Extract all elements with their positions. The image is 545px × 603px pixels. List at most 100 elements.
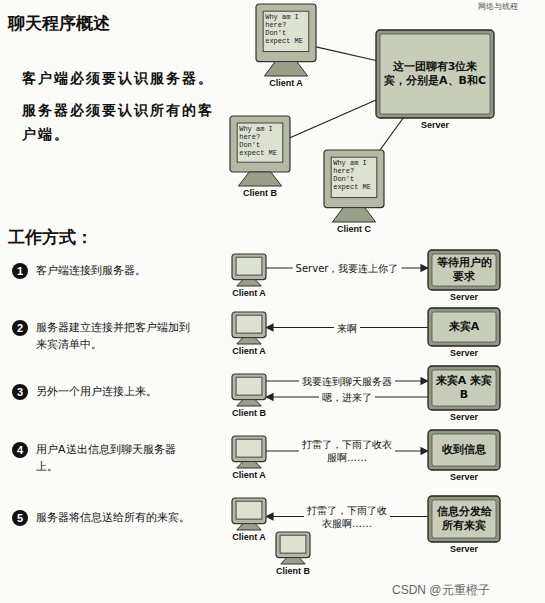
client-monitor: Client A [232, 498, 266, 530]
step-number: 1 [12, 263, 28, 279]
server-panel [432, 312, 496, 342]
panel-area: 来宾A 来宾B [434, 370, 494, 406]
monitor-body [256, 4, 316, 62]
server-text: 来宾A [449, 320, 480, 334]
step-text: 服务器将信息送给所有的来宾。 [36, 509, 211, 526]
client-name: Client B [232, 408, 266, 418]
screen-area: Why am I here? Don't expect ME [333, 159, 375, 191]
client-name: Client C [337, 224, 371, 234]
monitor-body [232, 498, 266, 524]
node-outline [232, 254, 266, 286]
monitor-screen [237, 123, 283, 162]
message-text: 我要连到聊天服务器 [299, 375, 395, 388]
server-frame [428, 366, 500, 410]
monitor-body [230, 116, 290, 172]
monitor-body [232, 254, 266, 280]
monitor-screen [331, 157, 377, 197]
client-name: Client B [243, 188, 277, 198]
monitor-screen [280, 535, 306, 553]
server-name: Server [450, 472, 478, 482]
step-number: 5 [12, 510, 28, 526]
server-box: 等待用户的要求Server [428, 250, 500, 290]
server-frame [428, 308, 500, 346]
monitor-body [232, 312, 266, 338]
monitor-screen [236, 315, 262, 333]
node-outline [276, 532, 310, 564]
step-number: 4 [12, 442, 28, 458]
client-name: Client A [269, 78, 303, 88]
connection-line [380, 118, 403, 150]
node-outline [232, 312, 266, 344]
client-monitor: Why am I here? Don't expect MEClient C [324, 150, 384, 222]
server-panel [380, 34, 490, 114]
client-name: Client A [232, 532, 266, 542]
server-name: Server [450, 292, 478, 302]
monitor-screen [263, 11, 309, 51]
watermark: CSDN @元重橙子 [392, 582, 490, 599]
panel-area: 这一团聊有3位来宾，分别是A、B和C [382, 34, 488, 114]
page-title: 聊天程序概述 [8, 12, 110, 35]
monitor-body [232, 436, 266, 462]
server-text: 收到信息 [442, 443, 486, 457]
lead-text: 服务器必须要认识所有的客户端。 [22, 98, 222, 146]
node-outline [232, 374, 266, 406]
server-name: Server [450, 544, 478, 554]
server-frame [428, 250, 500, 290]
panel-area: 信息分发给所有来宾 [434, 500, 494, 538]
monitor-stand [237, 280, 261, 286]
client-monitor: Client A [232, 312, 266, 344]
monitor-body [276, 532, 310, 558]
server-name: Server [450, 412, 478, 422]
step-number: 3 [12, 384, 28, 400]
screen-area: Why am I here? Don't expect ME [265, 13, 307, 45]
server-box: 来宾A 来宾BServer [428, 366, 500, 410]
client-monitor: Client A [232, 254, 266, 286]
server-name: Server [450, 348, 478, 358]
panel-area: 等待用户的要求 [434, 254, 494, 286]
client-name: Client A [232, 346, 266, 356]
connection-line [316, 47, 376, 61]
lead-text: 客户端必须要认识服务器。 [22, 66, 222, 90]
step-number: 2 [12, 320, 28, 336]
server-box: 收到信息Server [428, 430, 500, 470]
screen-text: Why am I here? Don't expect ME [333, 159, 375, 191]
monitor-body [324, 150, 384, 208]
server-panel [432, 254, 496, 286]
screen-text: Why am I here? Don't expect ME [239, 125, 281, 157]
message-text: 来啊 [334, 321, 360, 334]
step-text: 另外一个用户连接上来。 [36, 383, 211, 400]
monitor-stand [237, 400, 261, 406]
running-header: 网络与线程 [478, 1, 518, 12]
connection-line [290, 100, 376, 138]
client-name: Client A [232, 288, 266, 298]
server-frame [428, 430, 500, 470]
monitor-stand [237, 338, 261, 344]
server-text: 这一团聊有3位来宾，分别是A、B和C [382, 60, 488, 88]
section-heading: 工作方式： [8, 226, 93, 249]
client-monitor: Client B [276, 532, 310, 564]
monitor-screen [236, 257, 262, 275]
message-text: 嗯，进来了 [319, 391, 375, 404]
step-text: 客户端连接到服务器。 [36, 262, 211, 279]
message-text: 打雷了，下雨了收衣服啊…… [304, 504, 390, 530]
monitor-screen [236, 377, 262, 395]
panel-area: 收到信息 [434, 434, 494, 466]
message-text: Server，我要连上你了 [293, 262, 402, 275]
server-box: 信息分发给所有来宾Server [428, 496, 500, 542]
monitor-stand [332, 208, 375, 222]
server-frame [428, 496, 500, 542]
server-panel [432, 370, 496, 406]
screen-area: Why am I here? Don't expect ME [239, 125, 281, 157]
monitor-stand [237, 524, 261, 530]
node-outline [232, 498, 266, 530]
monitor-stand [264, 62, 307, 76]
monitor-screen [236, 439, 262, 457]
client-monitor: Why am I here? Don't expect MEClient A [256, 4, 316, 76]
client-name: Client B [276, 566, 310, 576]
node-outline [232, 436, 266, 468]
panel-area: 来宾A [434, 312, 494, 342]
server-panel [432, 500, 496, 538]
server-box: 这一团聊有3位来宾，分别是A、B和CServer [376, 30, 494, 118]
screen-text: Why am I here? Don't expect ME [265, 13, 307, 45]
client-monitor: Client B [232, 374, 266, 406]
